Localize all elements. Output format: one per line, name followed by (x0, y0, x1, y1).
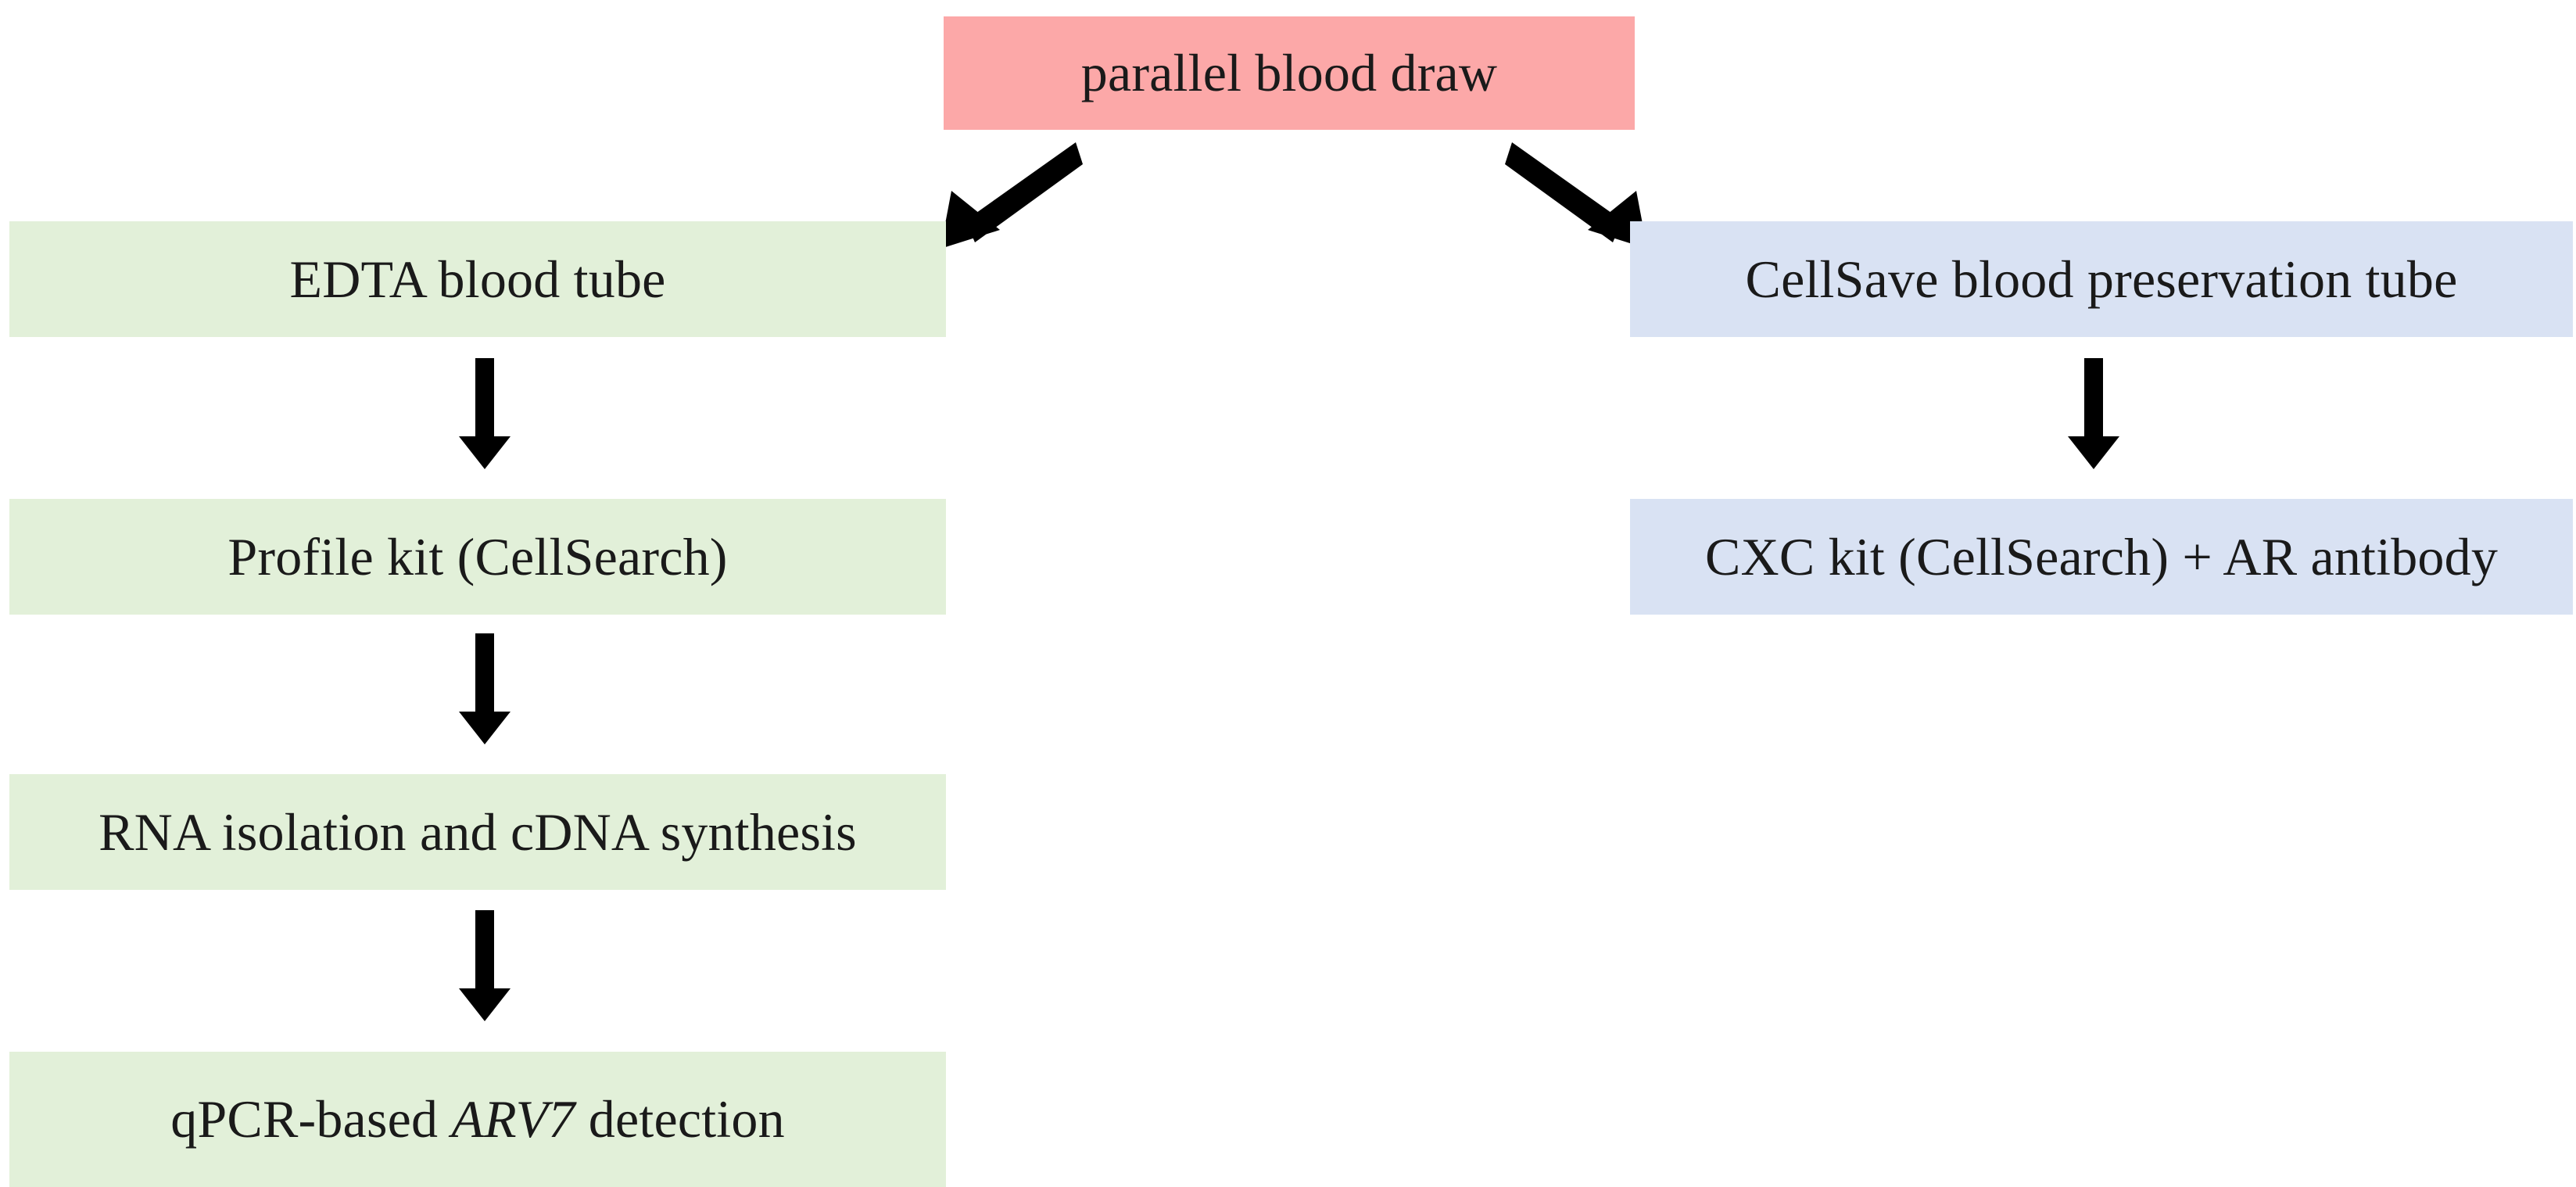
node-label: EDTA blood tube (289, 249, 666, 309)
node-label: parallel blood draw (1080, 43, 1498, 103)
node-label: RNA isolation and cDNA synthesis (99, 801, 857, 862)
node-cxc-kit-cellsearch-ar-antibody: CXC kit (CellSearch) + AR antibody (1630, 499, 2573, 615)
node-label: qPCR-based ARV7 detection (170, 1090, 785, 1149)
node-label: CXC kit (CellSearch) + AR antibody (1704, 526, 2499, 586)
down-arrow-edta-to-profile (453, 358, 516, 472)
node-label: CellSave blood preservation tube (1745, 249, 2458, 309)
down-arrow-profile-to-rna (453, 633, 516, 747)
down-arrow-rna-to-qpcr (453, 910, 516, 1024)
node-profile-kit-cellsearch: Profile kit (CellSearch) (9, 499, 946, 615)
node-label-post: detection (575, 1089, 785, 1149)
node-cellsave-blood-preservation-tube: CellSave blood preservation tube (1630, 221, 2573, 337)
node-qpcr-arv7-detection: qPCR-based ARV7 detection (9, 1052, 946, 1187)
down-arrow-cellsave-to-cxc (2062, 358, 2125, 472)
node-label-pre: qPCR-based (170, 1089, 452, 1149)
node-edta-blood-tube: EDTA blood tube (9, 221, 946, 337)
node-label: Profile kit (CellSearch) (228, 526, 728, 586)
node-rna-isolation-cdna-synthesis: RNA isolation and cDNA synthesis (9, 774, 946, 890)
diagonal-down-left-arrow (934, 133, 1083, 250)
node-label-gene-italic: ARV7 (451, 1089, 575, 1149)
node-parallel-blood-draw: parallel blood draw (944, 16, 1635, 130)
